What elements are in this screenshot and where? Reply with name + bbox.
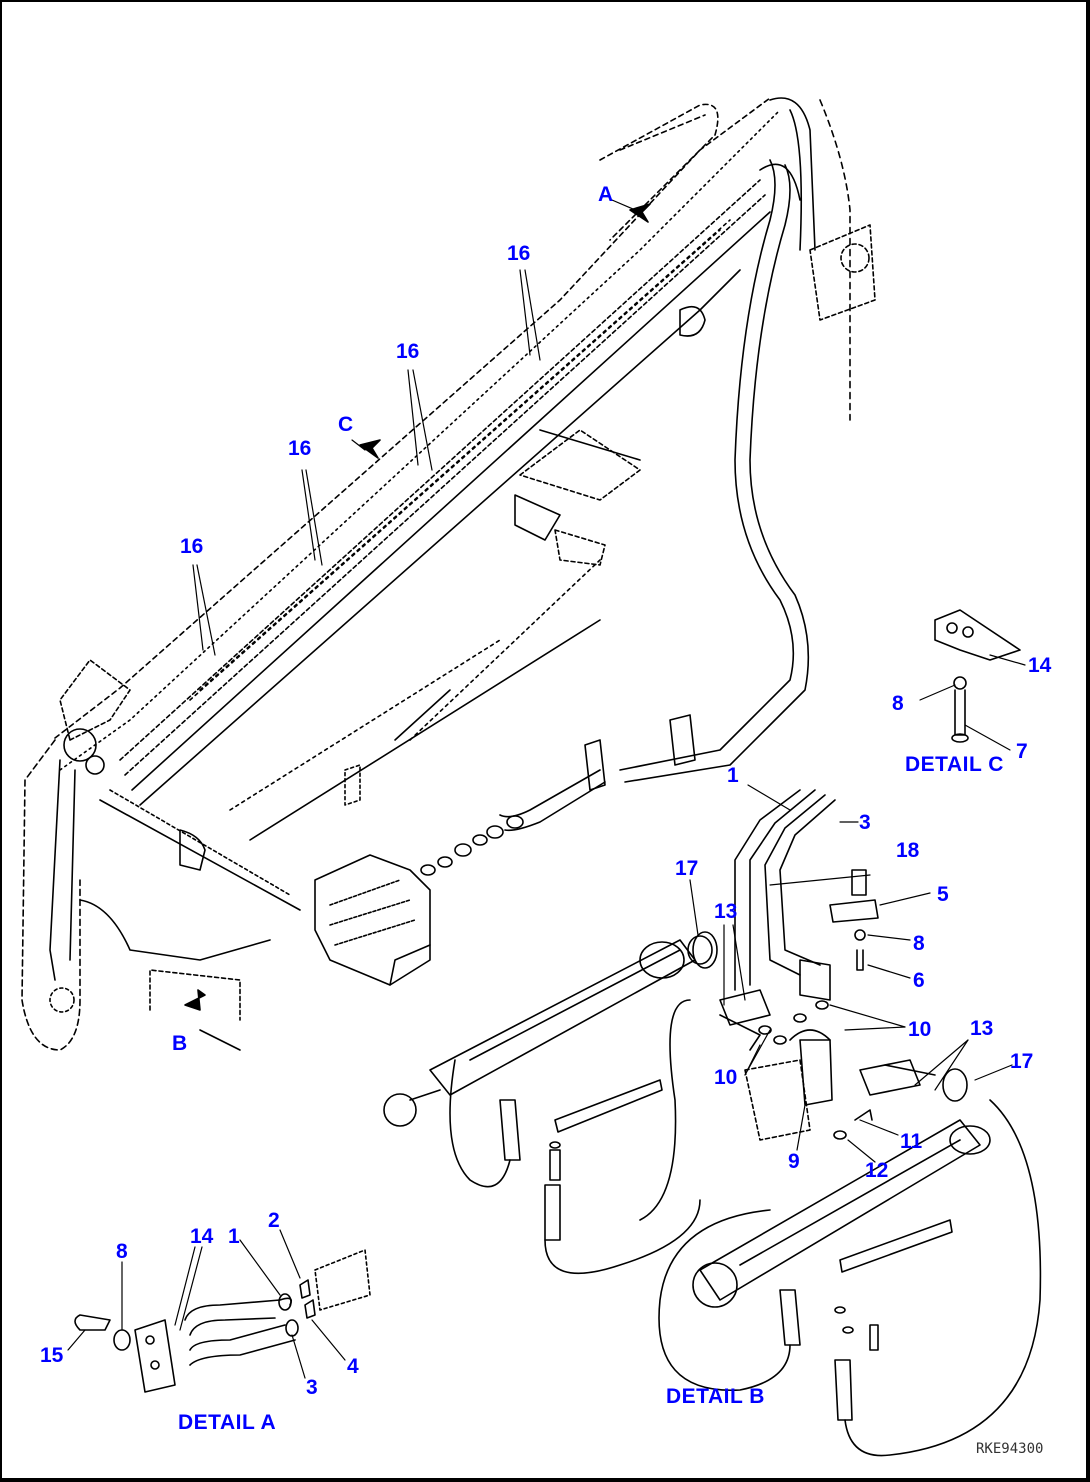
boom-assembly xyxy=(21,97,876,1051)
callout-16-b: 16 xyxy=(396,340,420,363)
callout-1-detail-a: 1 xyxy=(228,1225,240,1248)
callout-18: 18 xyxy=(896,839,920,862)
callout-16-d: 16 xyxy=(180,535,204,558)
callout-16-c: 16 xyxy=(288,437,312,460)
view-arrows xyxy=(184,203,651,1011)
detail-b-assembly xyxy=(383,609,1042,1457)
callout-17-right: 17 xyxy=(1010,1050,1034,1073)
callout-10-left: 10 xyxy=(714,1066,738,1089)
callout-3-detail-b: 3 xyxy=(859,811,871,834)
detail-a-assembly xyxy=(67,1229,371,1393)
callout-8-detail-c: 8 xyxy=(892,692,904,715)
callout-11: 11 xyxy=(900,1130,923,1153)
callout-8-detail-a: 8 xyxy=(116,1240,128,1263)
view-c-arrow-label: C xyxy=(338,413,354,436)
callout-8-detail-b: 8 xyxy=(913,932,925,955)
view-b-arrow-label: B xyxy=(172,1032,188,1055)
drawing-number: RKE94300 xyxy=(976,1441,1044,1457)
callout-3-detail-a: 3 xyxy=(306,1376,318,1399)
callout-2: 2 xyxy=(268,1209,280,1232)
view-a-arrow-label: A xyxy=(598,183,614,206)
detail-c-leaders xyxy=(919,654,1026,751)
callout-14-detail-c: 14 xyxy=(1028,654,1052,677)
callout-12: 12 xyxy=(865,1159,889,1182)
callout-13-right: 13 xyxy=(970,1017,994,1040)
detail-b-title: DETAIL B xyxy=(666,1385,765,1408)
callout-10-right: 10 xyxy=(908,1018,932,1041)
callout-13-left: 13 xyxy=(714,900,738,923)
leader-lines xyxy=(192,199,641,656)
callout-14-detail-a: 14 xyxy=(190,1225,214,1248)
callout-16-a: 16 xyxy=(507,242,531,265)
callout-5: 5 xyxy=(937,883,949,906)
callout-6: 6 xyxy=(913,969,925,992)
callout-7-detail-c: 7 xyxy=(1016,740,1028,763)
detail-a-title: DETAIL A xyxy=(178,1411,277,1434)
callout-17-left: 17 xyxy=(675,857,699,880)
callout-15: 15 xyxy=(40,1344,64,1367)
detail-c-title: DETAIL C xyxy=(905,753,1004,776)
callout-4: 4 xyxy=(347,1355,359,1378)
callout-9: 9 xyxy=(788,1150,800,1173)
callout-1-detail-b: 1 xyxy=(727,764,739,787)
